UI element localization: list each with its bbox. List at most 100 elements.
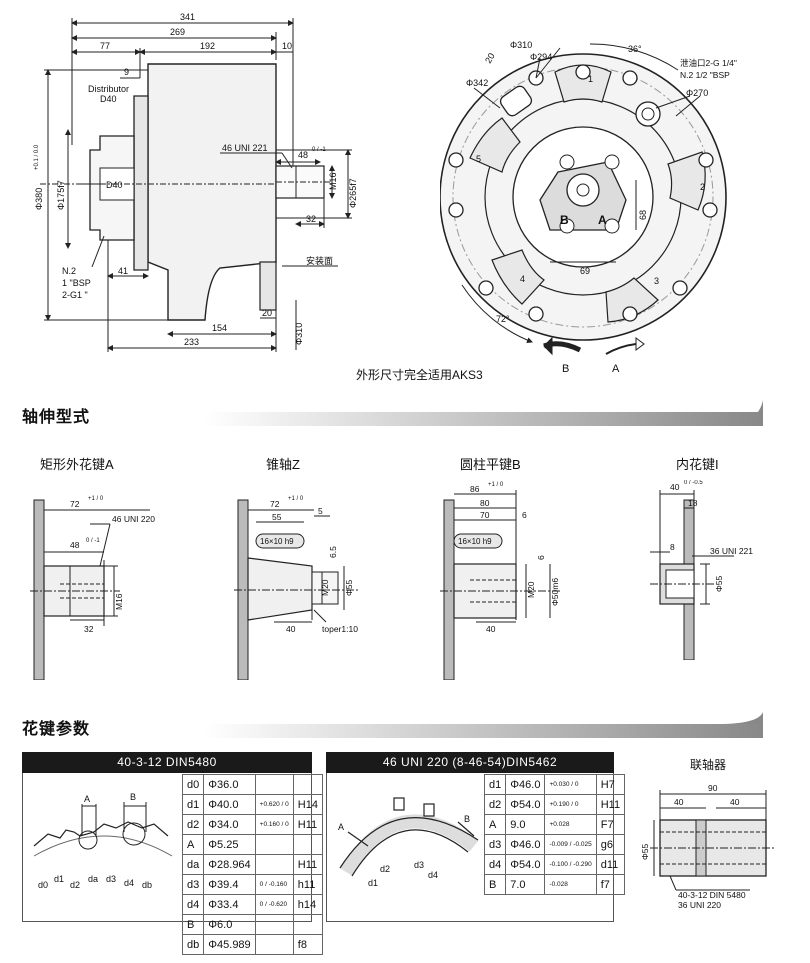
- dim-m16: M16: [328, 172, 338, 190]
- param-value: Φ39.4: [203, 874, 256, 895]
- param-tolerance: [254, 854, 294, 875]
- drawing-caption: 外形尺寸完全适用AKS3: [356, 368, 483, 382]
- shaft-a-d48-tol: 0 / -1: [86, 538, 100, 544]
- param-value: Φ40.0: [203, 794, 256, 815]
- motor-front-view: Φ310 Φ294 Φ342 20 36° 泄油口2-G 1/4" N.2 1/…: [440, 40, 737, 375]
- dim-341: 341: [180, 12, 195, 22]
- param-tolerance: -0.028: [544, 874, 597, 895]
- section-title-shaft: 轴伸型式: [22, 409, 91, 426]
- shaft-a-title: 矩形外花键A: [40, 457, 114, 472]
- fv-angle-72: 72°: [496, 314, 510, 324]
- param-value: 7.0: [505, 874, 546, 895]
- fv-d68: 68: [638, 210, 648, 220]
- coupling-drawing: 90 40 40 Φ55 40-3-12 DIN 5480 36 UNI 220: [640, 783, 776, 910]
- param-value: Φ28.964: [203, 854, 256, 875]
- param-symbol: d3: [483, 834, 507, 855]
- fv-drain-2: N.2 1/2 "BSP: [680, 70, 730, 80]
- coupling-spec-2: 36 UNI 220: [678, 900, 721, 910]
- t2-label-d1: d1: [368, 878, 378, 888]
- coupling-spec-1: 40-3-12 DIN 5480: [678, 890, 746, 900]
- param-fit-class: [292, 914, 323, 935]
- param-tolerance: +0.190 / 0: [544, 794, 597, 815]
- mount-face-label: 安装面: [306, 255, 333, 266]
- dim-48: 48: [298, 150, 308, 160]
- t2-label-d4: d4: [428, 870, 438, 880]
- fv-d342: Φ342: [466, 78, 488, 88]
- shaft-i-d8: 8: [670, 542, 675, 552]
- t1-label-d3: d3: [106, 874, 116, 884]
- param-value: Φ46.0: [505, 774, 546, 795]
- param-symbol: d4: [181, 894, 205, 915]
- dim-269: 269: [170, 27, 185, 37]
- param-symbol: d1: [181, 794, 205, 815]
- t1-label-da: da: [88, 874, 98, 884]
- param-fit-class: [292, 834, 323, 855]
- fv-d294: Φ294: [530, 52, 552, 62]
- port-label-1: N.2: [62, 266, 76, 276]
- param-symbol: A: [181, 834, 205, 855]
- fv-num-4: 4: [520, 274, 525, 284]
- spline-profile-2: A B d1 d2 d3 d4: [338, 797, 479, 888]
- shaft-a-d32: 32: [84, 624, 94, 634]
- param-tolerance: +0.028: [544, 814, 597, 835]
- param-fit-class: d11: [595, 854, 626, 875]
- fv-num-5: 5: [476, 154, 481, 164]
- param-value: Φ5.25: [203, 834, 256, 855]
- param-symbol: d3: [181, 874, 205, 895]
- param-value: Φ6.0: [203, 914, 256, 935]
- shaft-a-drawing: 72 +1 / 0 46 UNI 220 48 0 / -1 32 M16: [30, 496, 155, 680]
- coupling-phi55: Φ55: [640, 843, 650, 860]
- shaft-z-title: 锥轴Z: [266, 457, 300, 472]
- param-tolerance: [254, 834, 294, 855]
- shaft-i-title: 内花键I: [676, 457, 719, 472]
- fv-d310: Φ310: [510, 40, 532, 50]
- t1-label-b: B: [130, 792, 136, 802]
- param-fit-class: H11: [595, 794, 626, 815]
- shaft-z-drawing: 72 +1 / 0 55 5 16×10 h9 6.5 M20 Φ55 40 t…: [234, 496, 358, 680]
- motor-side-view: 341 269 77 192 10 9 Distributor D40 D40 …: [34, 12, 358, 352]
- shaft-a-d72: 72: [70, 499, 80, 509]
- shaft-b-title: 圆柱平键B: [460, 457, 521, 472]
- param-fit-class: H14: [292, 794, 323, 815]
- shaft-b-drawing: 86 +1 / 0 80 70 6 16×10 h9 6 M20 Φ50m6 4…: [440, 482, 560, 680]
- dim-192: 192: [200, 41, 215, 51]
- shaft-a-d72-tol: +1 / 0: [88, 496, 104, 502]
- distributor-d40: D40: [100, 94, 117, 104]
- t2-label-b: B: [464, 814, 470, 824]
- param-symbol: d4: [483, 854, 507, 875]
- param-value: Φ36.0: [203, 774, 256, 795]
- param-fit-class: H7: [595, 774, 626, 795]
- shaft-b-phi50: Φ50m6: [550, 578, 560, 606]
- dim-20: 20: [262, 308, 272, 318]
- t1-label-d1: d1: [54, 874, 64, 884]
- param-symbol: da: [181, 854, 205, 875]
- shaft-b-d6b: 6: [536, 555, 546, 560]
- param-fit-class: F7: [595, 814, 626, 835]
- param-tolerance: +0.030 / 0: [544, 774, 597, 795]
- dim-380: Φ380: [34, 188, 44, 210]
- fv-d270: Φ270: [686, 88, 708, 98]
- shaft-z-key: 16×10 h9: [260, 537, 294, 546]
- t1-label-d0: d0: [38, 880, 48, 890]
- shaft-z-taper: toper1:10: [322, 624, 358, 634]
- dim-154: 154: [212, 323, 227, 333]
- dim-380-tol: +0.1 / 0.0: [34, 144, 40, 170]
- shaft-z-phi55: Φ55: [344, 579, 354, 596]
- fv-d20: 20: [483, 51, 497, 65]
- param-fit-class: [292, 774, 323, 795]
- shaft-i-phi55: Φ55: [714, 575, 724, 592]
- param-tolerance: [254, 934, 294, 955]
- shaft-i-drawing: 40 0 / -0.5 18 8 36 UNI 221 Φ55: [650, 480, 753, 660]
- fv-rot-a: A: [612, 363, 620, 375]
- param-tolerance: +0.160 / 0: [254, 814, 294, 835]
- dim-10: 10: [282, 41, 292, 51]
- shaft-i-d18: 18: [688, 498, 698, 508]
- param-fit-class: f8: [292, 934, 323, 955]
